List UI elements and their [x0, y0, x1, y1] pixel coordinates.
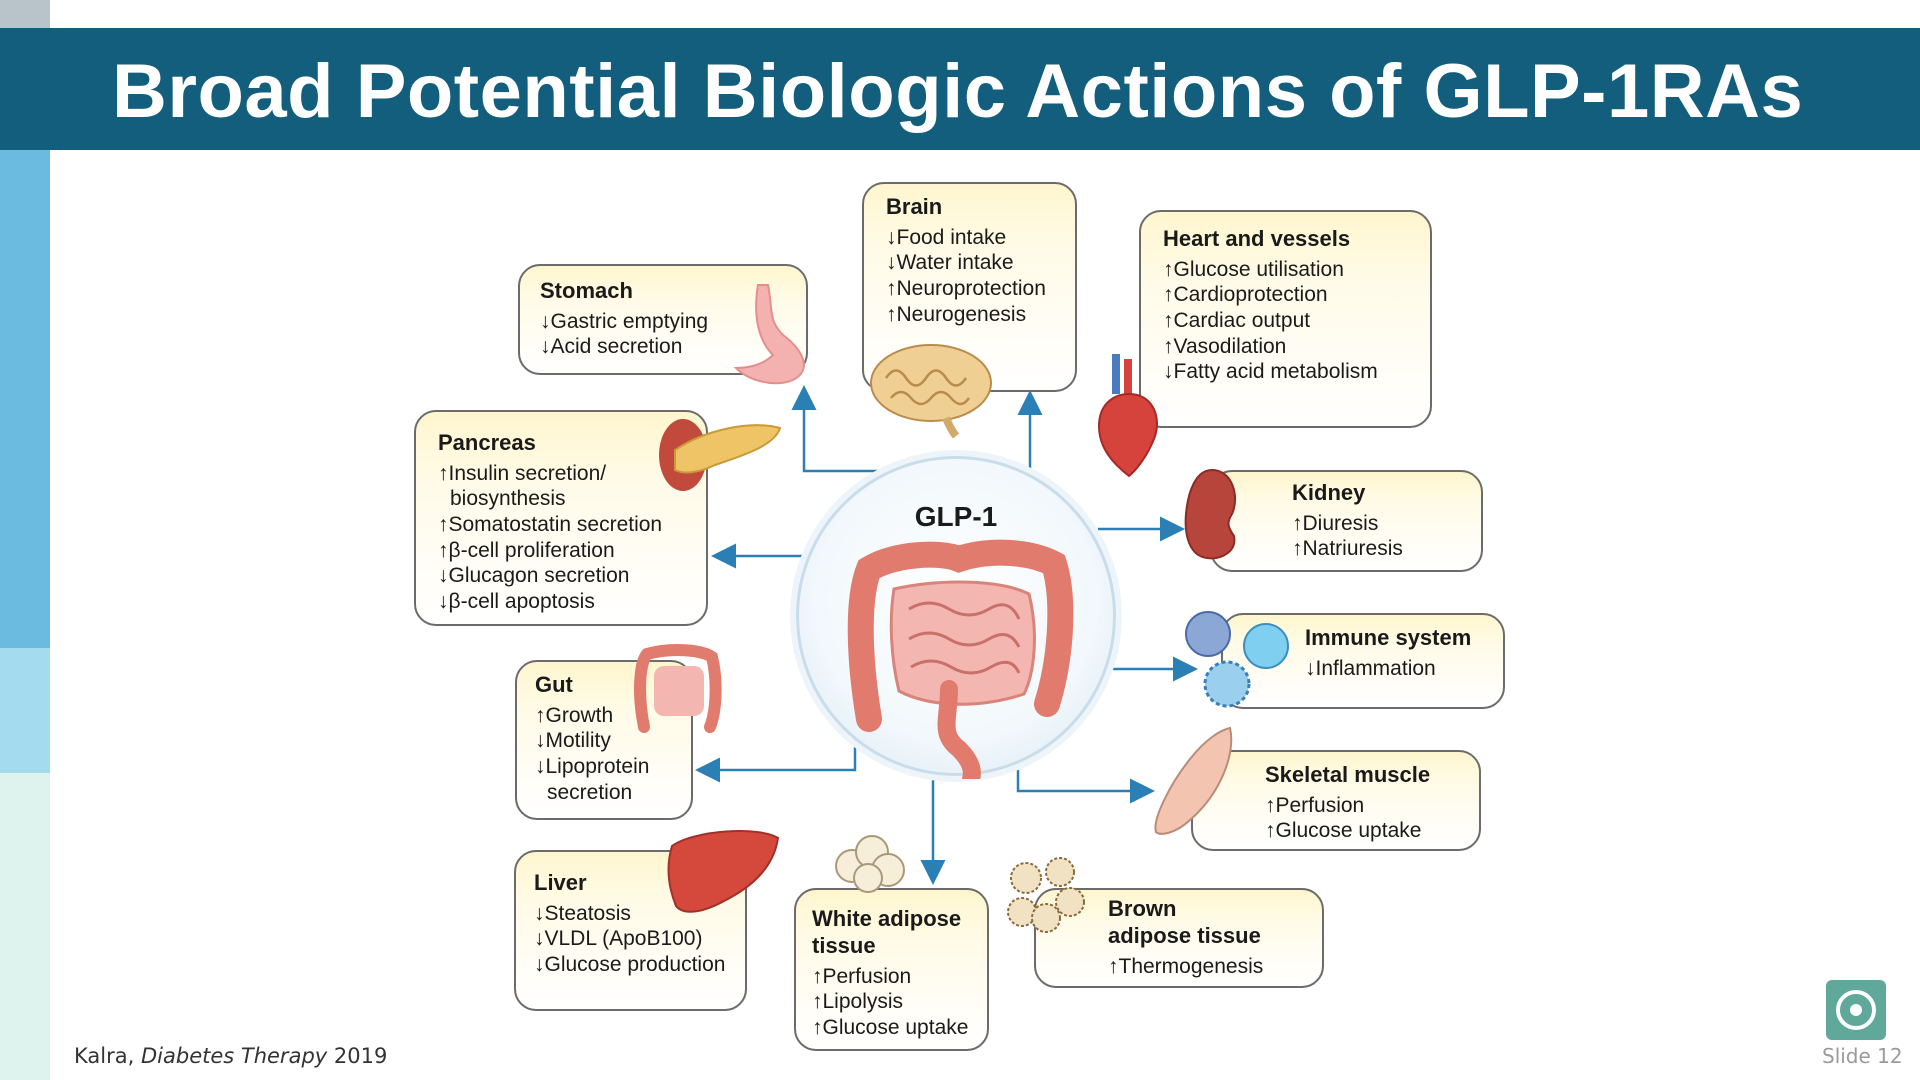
heart-item: ↑Vasodilation	[1163, 334, 1287, 358]
heart-item: ↑Glucose utilisation	[1163, 257, 1344, 281]
white-adipose-box: White adipose tissue ↑Perfusion ↑Lipolys…	[794, 888, 989, 1051]
pancreas-item: ↑Somatostatin secretion	[438, 513, 663, 537]
kidney-item: ↑Natriuresis	[1292, 537, 1403, 561]
glp1-label: GLP-1	[914, 501, 998, 532]
heart-item: ↓Fatty acid metabolism	[1163, 360, 1378, 384]
liver-item: ↓Steatosis	[534, 901, 631, 925]
liver-title: Liver	[534, 870, 587, 895]
citation-year: 2019	[333, 1044, 388, 1068]
gut-title: Gut	[535, 672, 573, 697]
pancreas-title: Pancreas	[438, 430, 536, 455]
pancreas-item: ↓Glucagon secretion	[438, 564, 630, 588]
heart-item: ↑Cardioprotection	[1163, 283, 1328, 307]
skeletal-muscle-icon	[1154, 726, 1233, 835]
stomach-item: ↓Acid secretion	[540, 335, 683, 359]
pancreas-item: ↓β-cell apoptosis	[438, 589, 595, 613]
citation: Kalra, Diabetes Therapy 2019	[74, 1044, 387, 1068]
brain-item: ↑Neuroprotection	[886, 277, 1046, 301]
kidney-icon	[1184, 468, 1237, 560]
skeletal-title: Skeletal muscle	[1265, 762, 1431, 787]
kidney-title: Kidney	[1292, 480, 1366, 505]
heart-icon	[1097, 354, 1158, 478]
arrow-stomach	[791, 385, 885, 473]
title-bar: Broad Potential Biologic Actions of GLP-…	[0, 28, 1920, 150]
immune-item: ↓Inflammation	[1305, 656, 1436, 680]
white-adipose-title-line1: White adipose	[812, 906, 962, 931]
white-adipose-item: ↑Glucose uptake	[812, 1015, 969, 1039]
intestine-illustration	[847, 539, 1074, 779]
gut-item: ↓Lipoprotein	[535, 755, 650, 779]
pancreas-icon	[659, 419, 782, 491]
brain-item: ↓Water intake	[886, 251, 1014, 275]
pancreas-item: ↑β-cell proliferation	[438, 538, 615, 562]
slide-title: Broad Potential Biologic Actions of GLP-…	[112, 49, 1804, 134]
brown-adipose-item: ↑Thermogenesis	[1108, 954, 1264, 978]
immune-cells-icon	[1185, 611, 1289, 708]
immune-box: Immune system ↓Inflammation	[1221, 613, 1505, 709]
skeletal-item: ↑Glucose uptake	[1265, 819, 1422, 843]
gut-item: secretion	[547, 780, 633, 804]
brain-item: ↑Neurogenesis	[886, 302, 1027, 326]
skeletal-box: Skeletal muscle ↑Perfusion ↑Glucose upta…	[1191, 750, 1481, 851]
brain-icon	[870, 344, 992, 438]
side-bar-blue	[0, 150, 50, 648]
pancreas-item: biosynthesis	[450, 487, 566, 511]
top-tab	[0, 0, 50, 28]
citation-author: Kalra,	[74, 1044, 135, 1068]
arrow-skeletal	[1016, 770, 1155, 804]
brown-adipose-box: Brown adipose tissue ↑Thermogenesis	[1034, 888, 1324, 988]
brown-adipose-title-line1: Brown	[1108, 896, 1177, 921]
skeletal-item: ↑Perfusion	[1265, 793, 1365, 817]
heart-box: Heart and vessels ↑Glucose utilisation ↑…	[1139, 210, 1432, 428]
white-adipose-item: ↑Lipolysis	[812, 990, 904, 1014]
heart-title: Heart and vessels	[1163, 226, 1351, 251]
side-bar-mint	[0, 773, 50, 1080]
brown-adipose-icon	[1007, 857, 1085, 933]
liver-icon	[667, 830, 780, 913]
white-adipose-icon	[835, 835, 905, 893]
liver-box: Liver ↓Steatosis ↓VLDL (ApoB100) ↓Glucos…	[514, 850, 747, 1011]
brain-title: Brain	[886, 194, 943, 219]
stomach-icon	[733, 284, 805, 385]
stomach-item: ↓Gastric emptying	[540, 309, 709, 333]
stomach-box: Stomach ↓Gastric emptying ↓Acid secretio…	[518, 264, 808, 375]
top-strip	[0, 0, 1920, 28]
slide-number: Slide 12	[1822, 1044, 1903, 1068]
liver-item: ↓Glucose production	[534, 953, 726, 977]
brain-item: ↓Food intake	[886, 225, 1007, 249]
pancreas-item: ↑Insulin secretion/	[438, 461, 607, 485]
gut-item: ↑Growth	[535, 703, 614, 727]
heart-item: ↑Cardiac output	[1163, 309, 1311, 333]
gut-item: ↓Motility	[535, 729, 611, 753]
liver-item: ↓VLDL (ApoB100)	[534, 927, 703, 951]
white-adipose-item: ↑Perfusion	[812, 964, 912, 988]
immune-title: Immune system	[1305, 625, 1472, 650]
white-adipose-title-line2: tissue	[812, 932, 876, 958]
gut-icon	[634, 644, 722, 733]
kidney-item: ↑Diuresis	[1292, 511, 1379, 535]
stomach-title: Stomach	[540, 278, 633, 303]
glp1-center-circle: GLP-1	[796, 456, 1116, 779]
pancreas-box: Pancreas ↑Insulin secretion/ biosynthesi…	[414, 410, 708, 626]
side-bar-light-blue	[0, 648, 50, 773]
kidney-box: Kidney ↑Diuresis ↑Natriuresis	[1210, 470, 1483, 572]
logo-icon	[1826, 980, 1886, 1040]
citation-journal: Diabetes Therapy	[140, 1044, 328, 1068]
brown-adipose-title-line2: adipose tissue	[1108, 922, 1261, 948]
